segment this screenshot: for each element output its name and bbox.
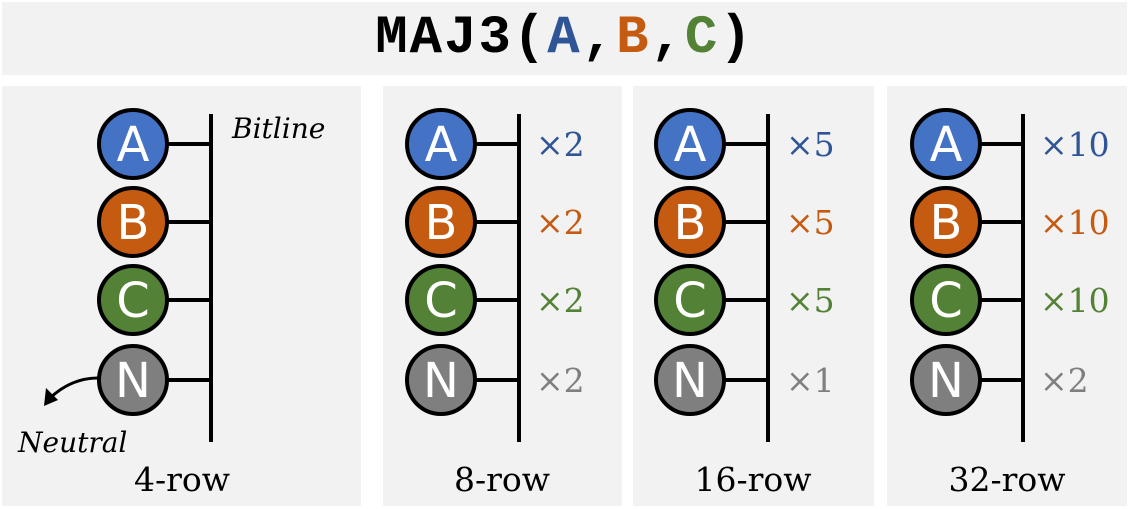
cell-multiplier: ×10 [1040, 125, 1110, 164]
cell-a-node [97, 108, 169, 180]
title-suffix: ) [719, 7, 754, 69]
cell-letter: C [673, 273, 707, 329]
cell-b-node [910, 186, 982, 258]
page-title: MAJ3(A,B,C) [375, 11, 753, 66]
cell-multiplier: ×5 [786, 281, 835, 320]
cell-c-node [97, 264, 169, 336]
cell-multiplier: ×1 [786, 361, 835, 400]
cell-letter: N [115, 353, 151, 409]
cell-c-node [910, 264, 982, 336]
neutral-arrow [46, 376, 99, 402]
cell-b-node [654, 186, 726, 258]
cell-c-node [654, 264, 726, 336]
neutral-arrowhead-icon [44, 388, 58, 406]
panel-row-label: 4-row [134, 460, 230, 499]
title-arg-c: C [684, 7, 720, 69]
cell-b-node [405, 186, 477, 258]
cell-multiplier: ×5 [786, 203, 835, 242]
cell-n-node [654, 344, 726, 416]
panel-row-label: 8-row [454, 460, 550, 499]
title-bar: MAJ3(A,B,C) [2, 2, 1127, 75]
cell-n-node [910, 344, 982, 416]
title-arg-a: A [547, 7, 582, 69]
cell-multiplier: ×2 [536, 203, 585, 242]
cell-b-node [97, 186, 169, 258]
title-sep-1: , [581, 7, 617, 69]
cell-multiplier: ×2 [536, 281, 585, 320]
bitline-label: Bitline [231, 112, 325, 145]
cell-multiplier: ×10 [1040, 203, 1110, 242]
panel-4-row [2, 86, 361, 506]
title-arg-b: B [616, 7, 651, 69]
cell-multiplier: ×2 [536, 361, 585, 400]
cell-letter: C [116, 273, 150, 329]
cell-letter: B [930, 195, 963, 251]
cell-a-node [654, 108, 726, 180]
cell-letter: N [672, 353, 708, 409]
title-sep-2: , [650, 7, 685, 69]
cell-letter: C [424, 273, 458, 329]
cell-multiplier: ×2 [536, 125, 585, 164]
cell-a-node [405, 108, 477, 180]
cell-letter: A [425, 117, 458, 173]
cell-multiplier: ×5 [786, 125, 835, 164]
cell-n-node [405, 344, 477, 416]
cell-letter: C [929, 273, 963, 329]
cell-letter: A [674, 117, 707, 173]
cell-letter: B [117, 195, 150, 251]
cell-n-node [97, 344, 169, 416]
cell-letter: A [117, 117, 150, 173]
panel-row-label: 32-row [948, 460, 1065, 499]
cell-letter: B [425, 195, 458, 251]
cell-multiplier: ×2 [1040, 361, 1089, 400]
title-prefix: MAJ3( [375, 7, 548, 69]
panel-row-label: 16-row [694, 460, 811, 499]
cell-letter: N [928, 353, 964, 409]
cell-c-node [405, 264, 477, 336]
cell-letter: N [423, 353, 459, 409]
cell-multiplier: ×10 [1040, 281, 1110, 320]
cell-a-node [910, 108, 982, 180]
cell-letter: B [674, 195, 707, 251]
neutral-label: Neutral [17, 426, 127, 459]
cell-letter: A [930, 117, 963, 173]
